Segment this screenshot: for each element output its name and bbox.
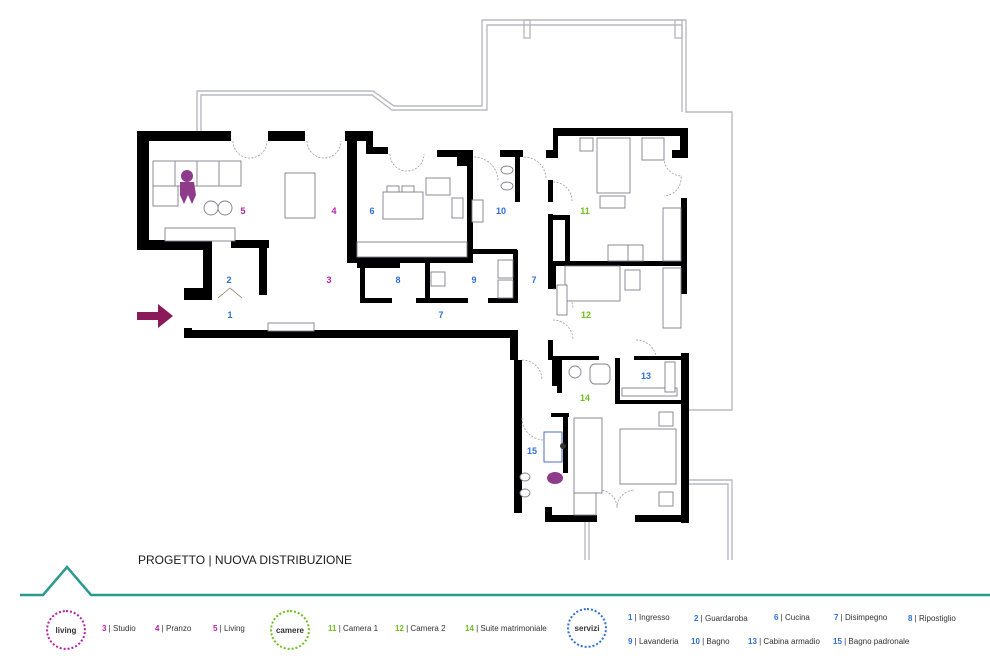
entrance-arrow-icon bbox=[137, 304, 173, 328]
room-label: 1 bbox=[227, 310, 232, 320]
room-label: 15 bbox=[527, 446, 537, 456]
roofline-divider bbox=[20, 565, 990, 597]
legend-item: 10 | Bagno bbox=[691, 637, 730, 646]
room-label: 7 bbox=[438, 310, 443, 320]
terraces bbox=[196, 19, 733, 560]
legend-item: 13 | Cabina armadio bbox=[748, 637, 820, 646]
legend-item: 6 | Cucina bbox=[774, 613, 810, 622]
room-label: 5 bbox=[240, 206, 245, 216]
furniture bbox=[152, 137, 682, 516]
legend-item: 7 | Disimpegno bbox=[834, 613, 888, 622]
room-label: 6 bbox=[369, 206, 374, 216]
room-label: 11 bbox=[580, 206, 590, 216]
room-label: 2 bbox=[226, 275, 231, 285]
plan-title: PROGETTO | NUOVA DISTRIBUZIONE bbox=[138, 553, 353, 567]
room-label: 12 bbox=[581, 310, 591, 320]
legend-group-camere: camere bbox=[270, 610, 310, 650]
legend-item: 4 | Pranzo bbox=[155, 624, 192, 633]
room-label: 8 bbox=[395, 275, 400, 285]
legend-group-living: living bbox=[46, 610, 86, 650]
legend-item: 12 | Camera 2 bbox=[395, 624, 446, 633]
room-label: 4 bbox=[331, 206, 336, 216]
room-label: 10 bbox=[496, 206, 506, 216]
legend-item: 9 | Lavanderia bbox=[628, 637, 679, 646]
legend-item: 11 | Camera 1 bbox=[328, 624, 379, 633]
room-label: 9 bbox=[471, 275, 476, 285]
person-icon-bathroom bbox=[547, 472, 563, 484]
legend-item: 2 | Guardaroba bbox=[694, 614, 748, 623]
legend-group-label: living bbox=[55, 625, 77, 635]
legend-item: 3 | Studio bbox=[102, 624, 136, 633]
legend-item: 15 | Bagno padronale bbox=[833, 637, 910, 646]
legend-item: 1 | Ingresso bbox=[628, 613, 670, 622]
doors bbox=[217, 140, 682, 509]
legend-group-servizi: servizi bbox=[567, 608, 607, 648]
room-label: 13 bbox=[641, 371, 651, 381]
legend-item: 14 | Suite matrimoniale bbox=[465, 624, 547, 633]
legend-item: 8 | Ripostiglio bbox=[908, 614, 956, 623]
legend-item: 5 | Living bbox=[213, 624, 245, 633]
person-icon-living bbox=[180, 170, 196, 204]
room-label: 3 bbox=[326, 275, 331, 285]
room-label: 14 bbox=[580, 393, 590, 403]
walls bbox=[137, 128, 689, 523]
legend-group-label: servizi bbox=[574, 623, 600, 633]
room-label: 7 bbox=[531, 275, 536, 285]
legend-group-label: camere bbox=[275, 625, 305, 635]
